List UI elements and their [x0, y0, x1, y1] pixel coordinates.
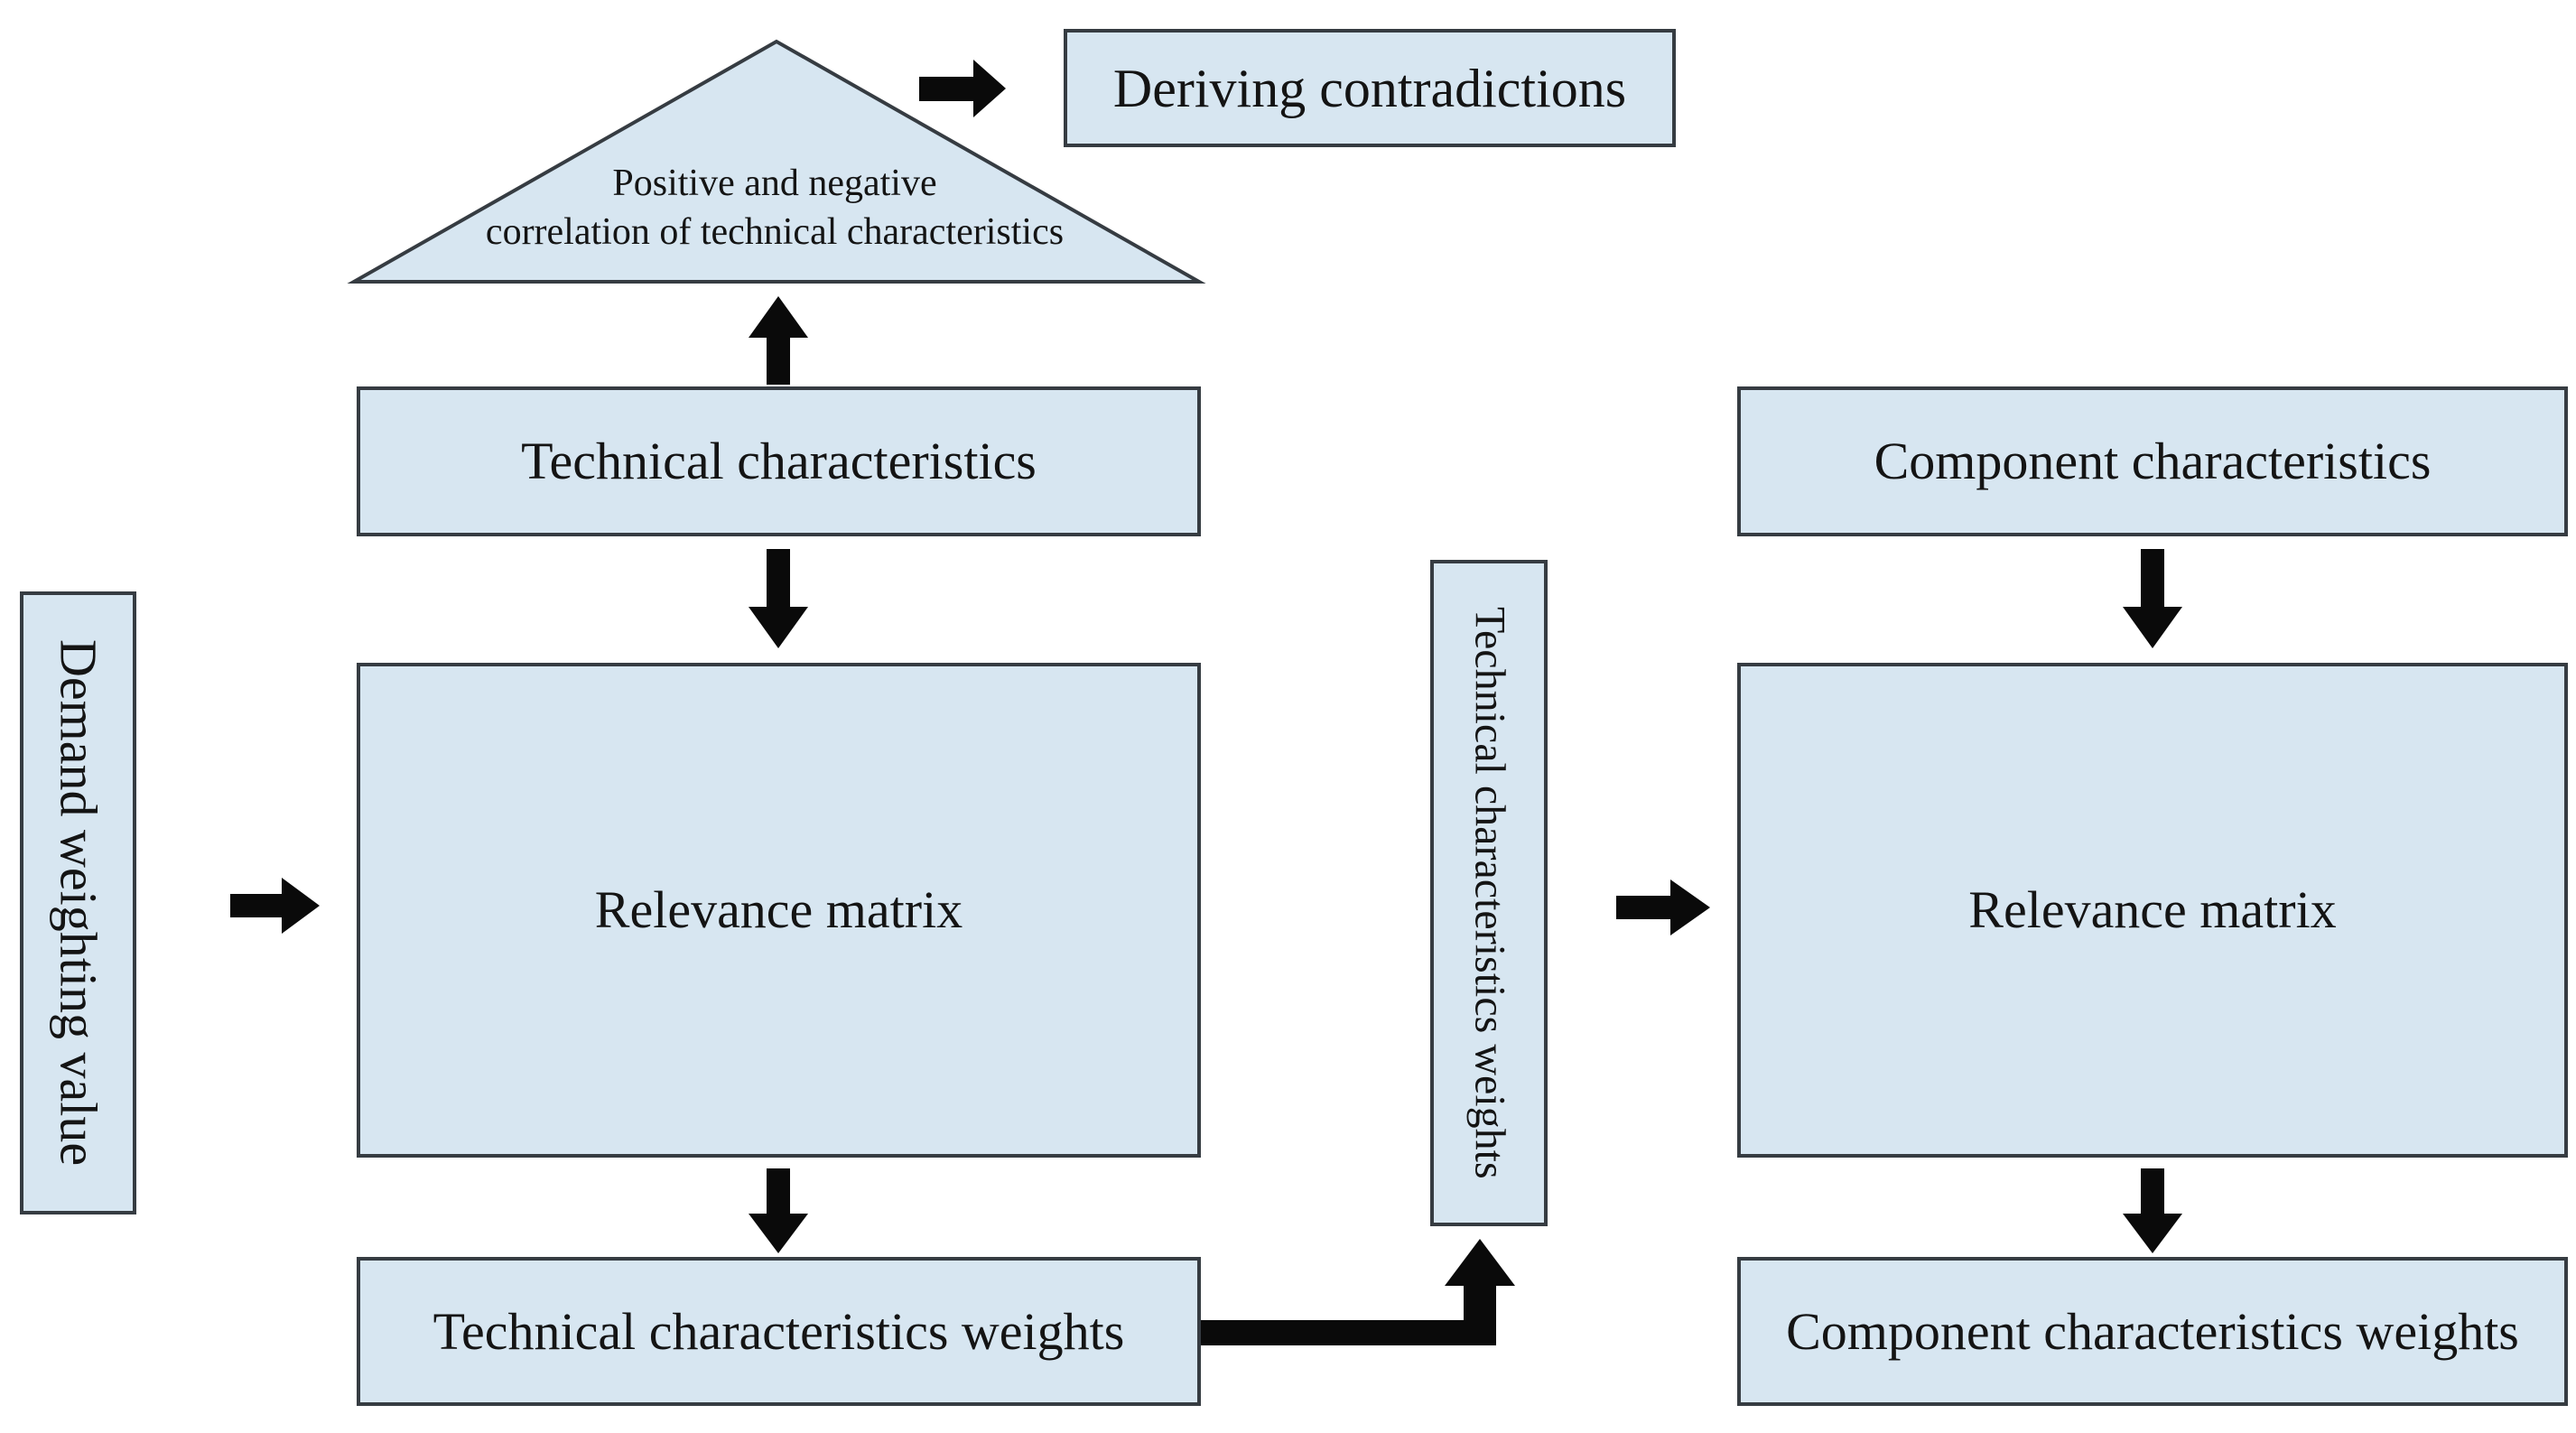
- arrow-right-icon: [1616, 879, 1710, 935]
- box-demand-weighting-value: Demand weighting value: [20, 591, 136, 1214]
- box-technical-characteristics-weights-vertical: Technical characteristics weights: [1430, 560, 1548, 1226]
- arrow-right-icon: [230, 878, 320, 934]
- box-component-characteristics: Component characteristics: [1737, 386, 2568, 536]
- box-label: Relevance matrix: [1968, 880, 2337, 940]
- elbow-arrow-up-icon: [1201, 1239, 1515, 1345]
- arrow-down-icon: [2123, 549, 2182, 648]
- arrow-down-icon: [749, 1168, 808, 1253]
- correlation-label-line2: correlation of technical characteristics: [485, 211, 1065, 253]
- box-label: Component characteristics: [1874, 432, 2432, 491]
- arrow-right-icon: [919, 60, 1006, 117]
- box-label: Relevance matrix: [594, 880, 963, 940]
- box-label: Demand weighting value: [49, 639, 108, 1167]
- box-component-characteristics-weights: Component characteristics weights: [1737, 1257, 2568, 1406]
- box-deriving-contradictions: Deriving contradictions: [1064, 29, 1676, 147]
- arrow-down-icon: [2123, 1168, 2182, 1253]
- box-technical-characteristics-weights: Technical characteristics weights: [357, 1257, 1201, 1406]
- box-label: Component characteristics weights: [1786, 1301, 2519, 1361]
- box-relevance-matrix-left: Relevance matrix: [357, 663, 1201, 1158]
- box-label: Technical characteristics weights: [432, 1301, 1125, 1361]
- correlation-triangle: [347, 39, 1206, 284]
- correlation-label-line1: Positive and negative: [612, 163, 937, 204]
- correlation-triangle-label: Positive and negative correlation of tec…: [414, 159, 1136, 256]
- box-label: Deriving contradictions: [1112, 58, 1627, 118]
- arrow-down-icon: [749, 549, 808, 648]
- arrow-up-icon: [749, 296, 808, 385]
- box-relevance-matrix-right: Relevance matrix: [1737, 663, 2568, 1158]
- box-label: Technical characteristics: [521, 432, 1037, 491]
- box-technical-characteristics: Technical characteristics: [357, 386, 1201, 536]
- box-label: Technical characteristics weights: [1465, 607, 1514, 1179]
